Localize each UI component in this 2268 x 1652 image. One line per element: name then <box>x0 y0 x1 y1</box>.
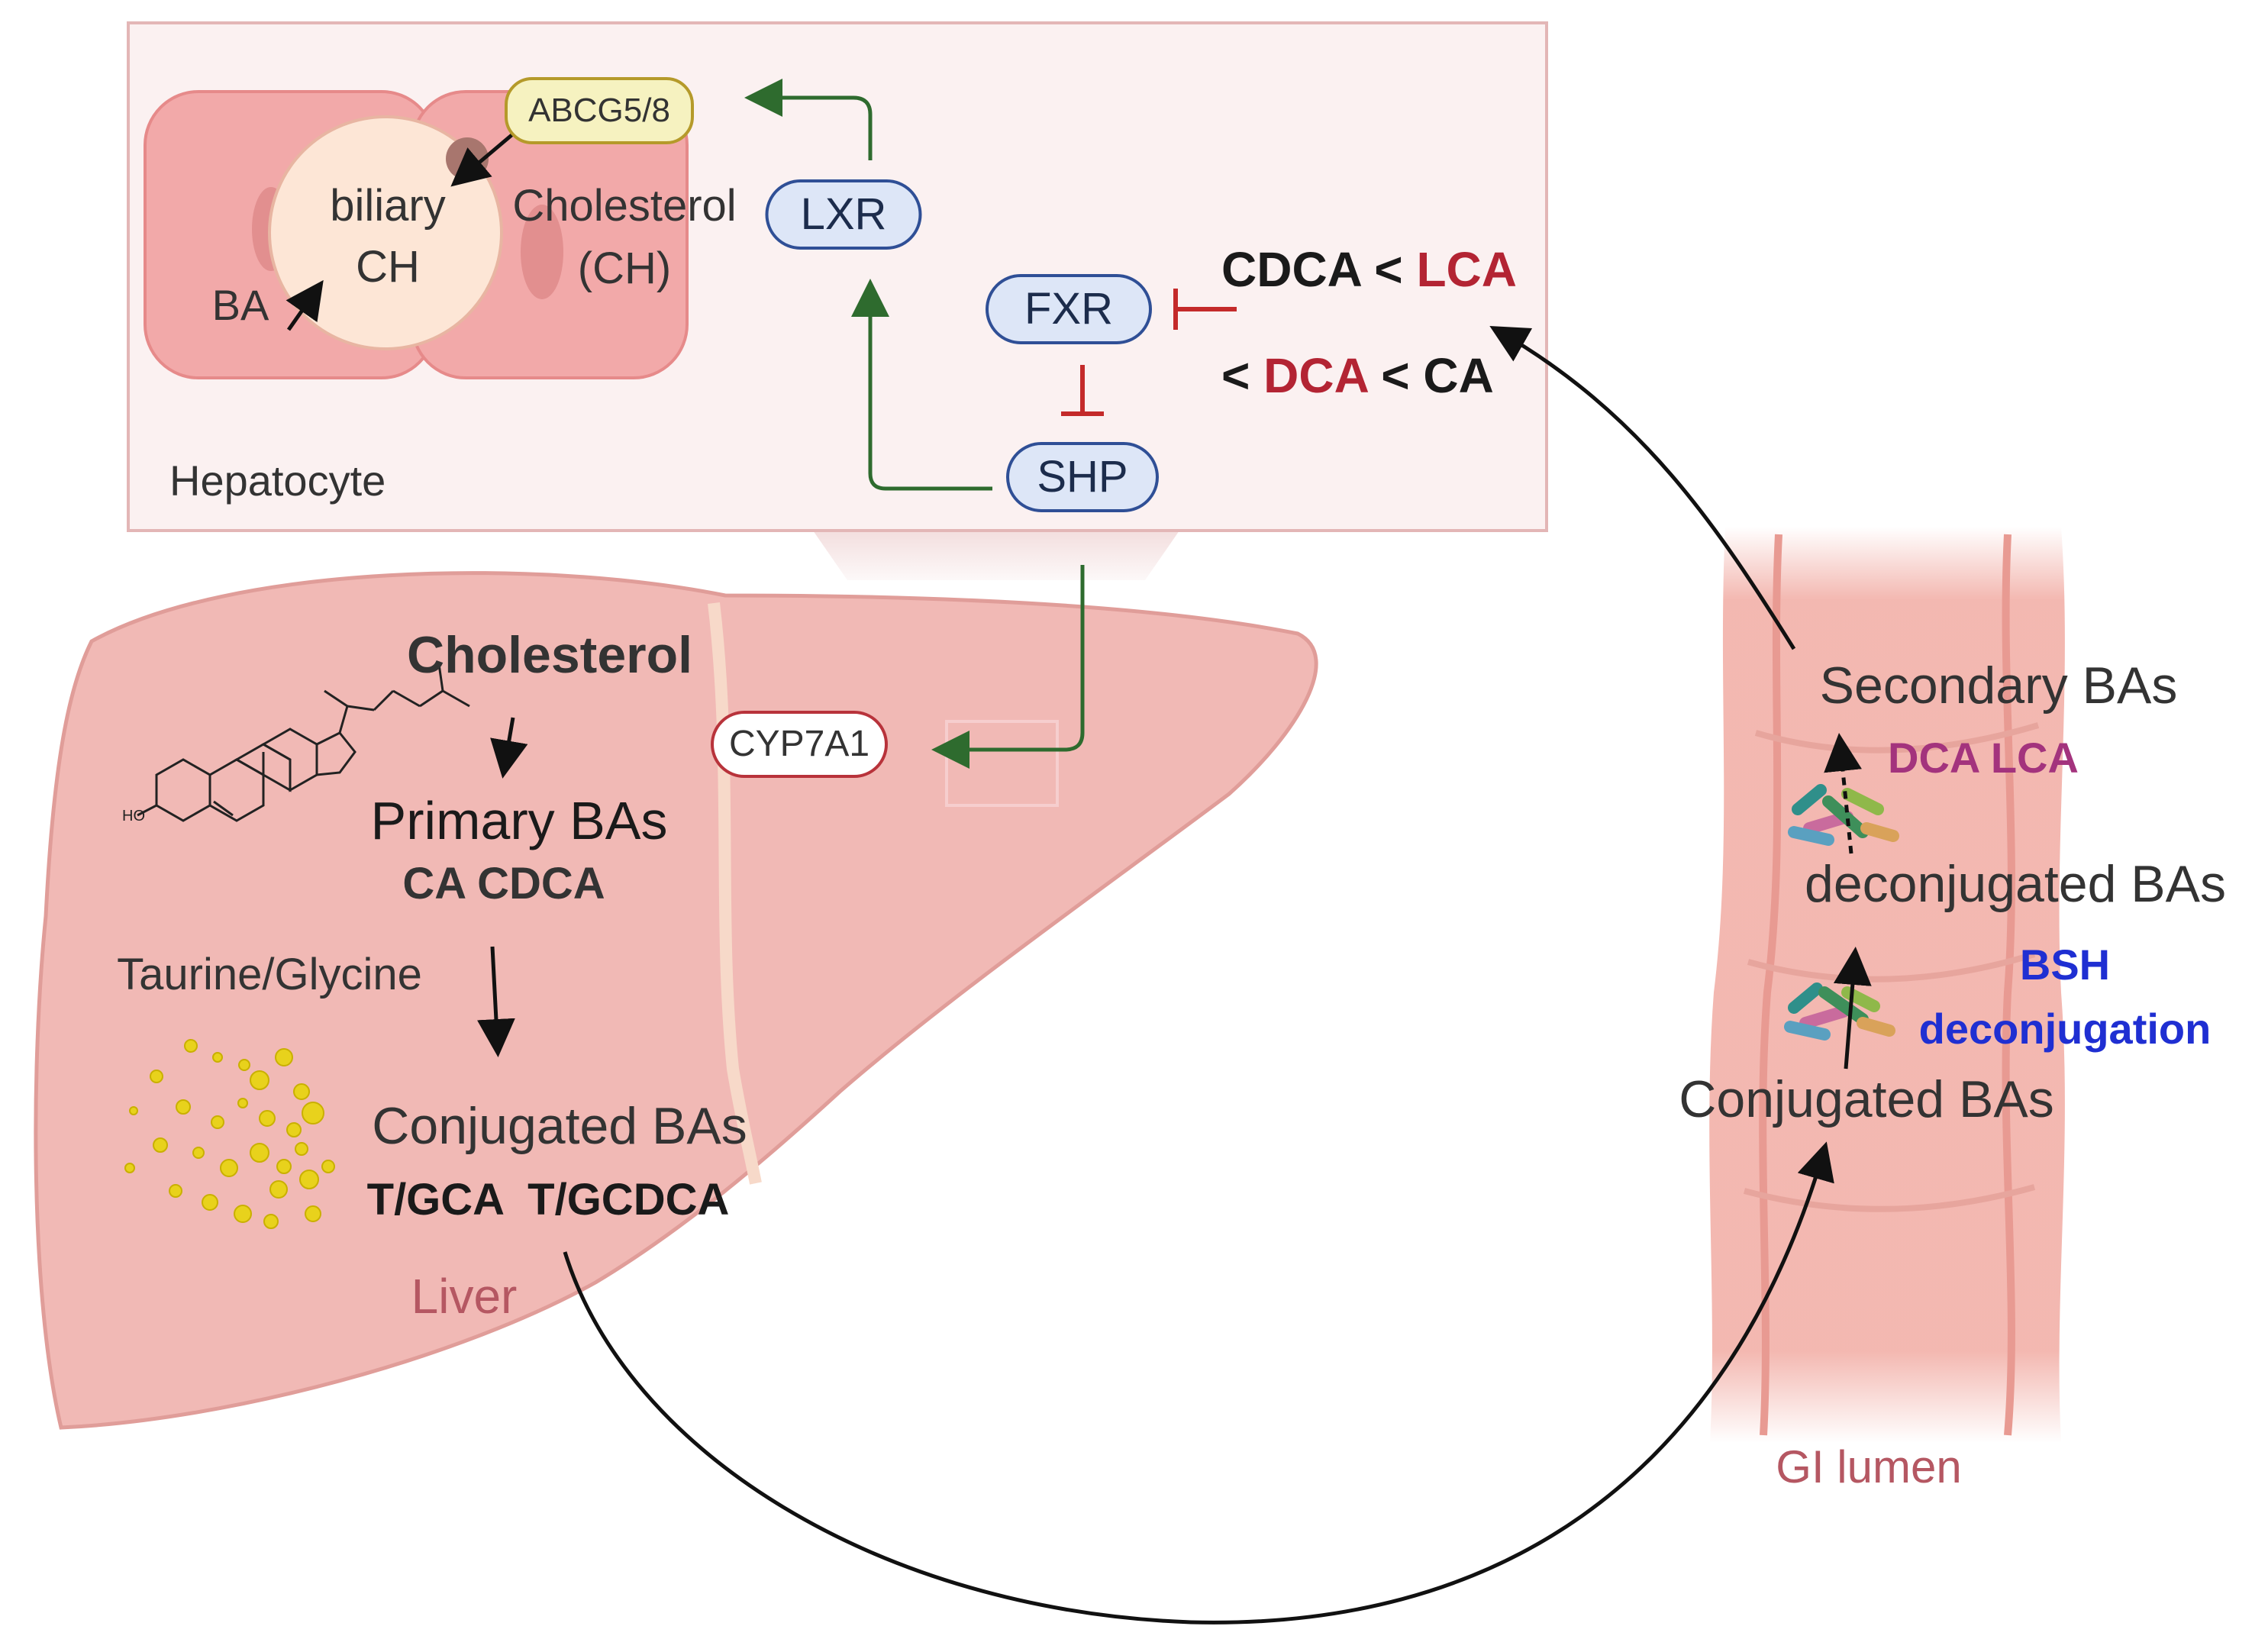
conjugated-to-deconjugated-arrow <box>1833 947 1872 1070</box>
shp-to-cyp7a1-arrow <box>931 565 1085 769</box>
ba-secretion-arrow <box>286 279 324 331</box>
bacteria-cluster-upper <box>1788 784 1899 846</box>
gut-to-hepatocyte-return-arrow <box>1489 326 1796 650</box>
ba-inhibits-fxr <box>1173 289 1237 330</box>
fxr-inhibits-shp <box>1061 365 1104 416</box>
cholesterol-to-primary-arrow <box>490 717 528 779</box>
gi-lumen-tube <box>1709 527 2065 1443</box>
conjugated-ba-droplets <box>124 1039 335 1229</box>
hydroxyl-label: HO <box>122 808 145 824</box>
lxr-to-abcg-arrow <box>744 79 873 160</box>
liver-to-gut-circulation-arrow <box>563 1141 1834 1625</box>
cholesterol-structure-icon <box>137 663 470 822</box>
biliary-canaliculus <box>268 115 503 350</box>
zoom-connector <box>813 531 1179 580</box>
shp-to-lxr-arrow <box>851 279 992 491</box>
primary-to-conjugated-arrow <box>476 946 515 1057</box>
deconjugated-to-secondary-arrow <box>1824 733 1862 854</box>
liver-shape <box>34 571 1318 1430</box>
